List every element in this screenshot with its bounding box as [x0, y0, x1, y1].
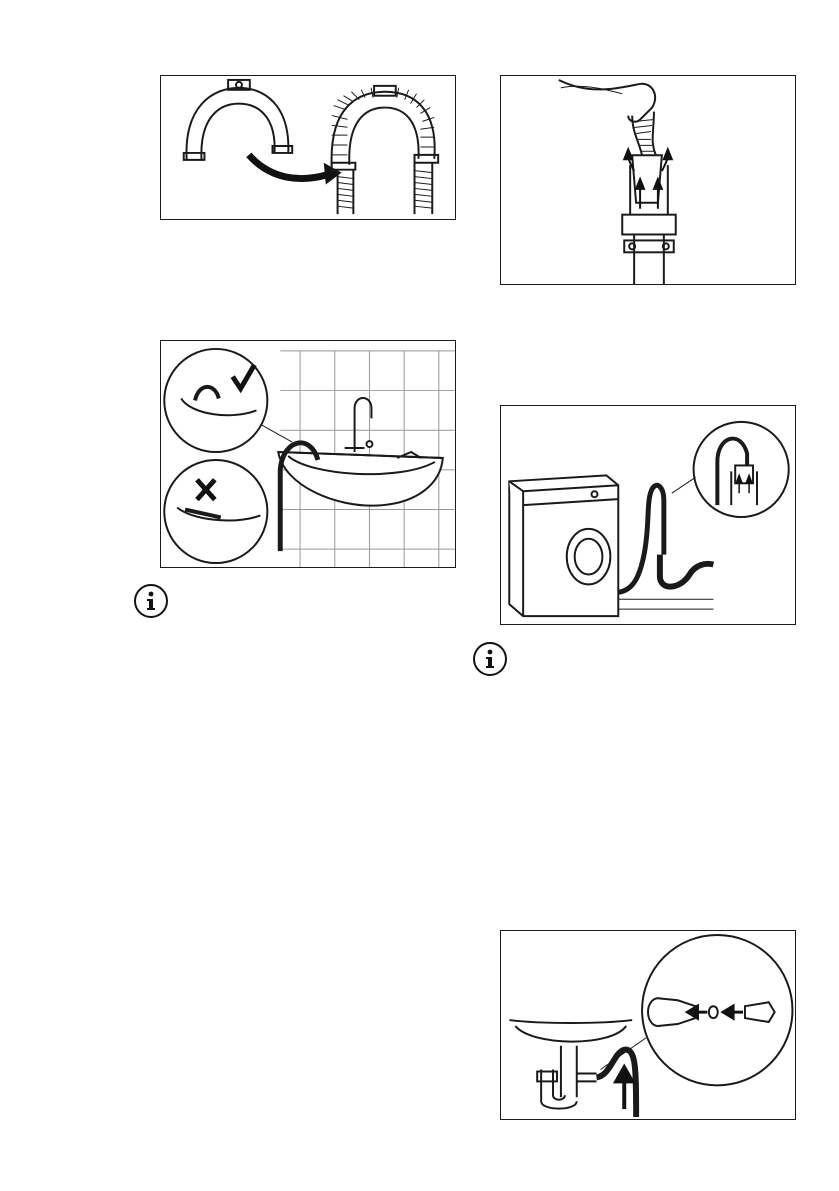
sink-trap-spigot-figure: [500, 930, 796, 1120]
sink-edge-placement-figure: [160, 340, 456, 568]
washer-standpipe-figure: [500, 405, 796, 625]
arrow-up-icon: [616, 1068, 632, 1110]
sink-trap-icon: [537, 1046, 596, 1109]
standpipe-insertion-figure: [500, 75, 796, 285]
info-icon: [134, 584, 168, 618]
sink-icon: [278, 452, 443, 506]
hose-guide-fitting-figure: [160, 75, 456, 220]
arrow-right-icon: [249, 155, 328, 179]
info-icon: [473, 642, 507, 676]
hose-guide-icon: [161, 76, 455, 219]
washing-machine-icon: [509, 475, 618, 616]
tap-icon: [345, 398, 421, 458]
